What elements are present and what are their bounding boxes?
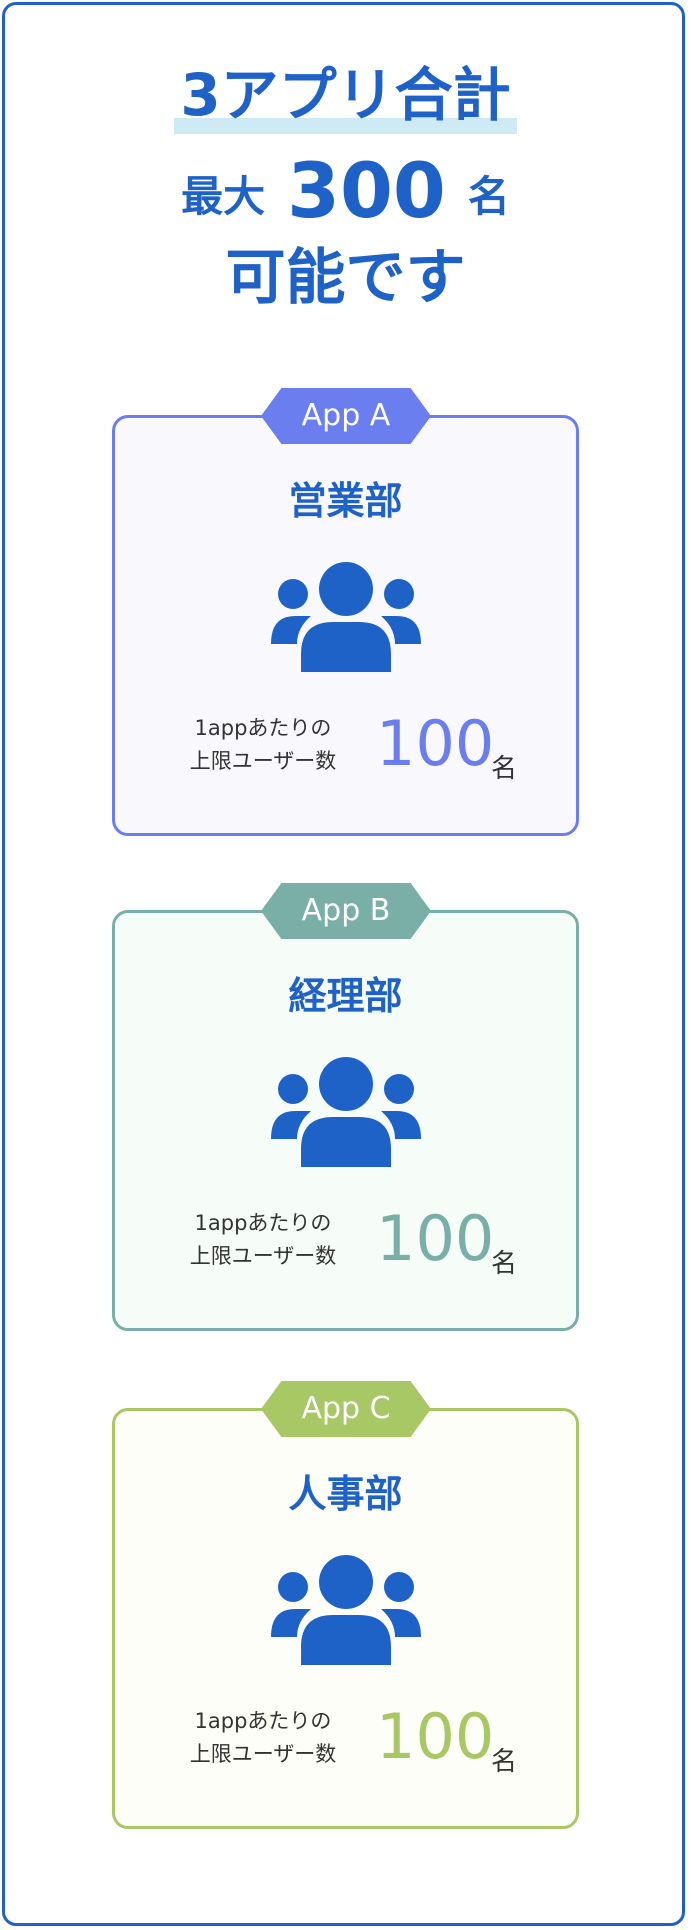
department-name: 人事部 (288, 1472, 403, 1516)
user-limit-unit: 名 (491, 1747, 518, 1777)
tab-app-b: App B (261, 883, 431, 939)
limit-note: 1appあたりの 上限ユーザー数 (165, 712, 361, 778)
heading-max-suffix: 名 (467, 172, 510, 221)
users-group-icon (271, 562, 421, 672)
title-highlight (174, 118, 517, 134)
user-limit-unit: 名 (491, 754, 518, 784)
tab-app-c: App C (261, 1381, 431, 1437)
user-limit-unit: 名 (491, 1249, 518, 1279)
limit-note-line1: 1appあたりの (194, 1709, 332, 1733)
app-card-b: App B 経理部 1appあたりの 上限ユーザー数 100 名 (112, 883, 579, 1331)
user-limit-count: 100 (376, 1700, 495, 1773)
heading-title: 3アプリ合計 (174, 58, 517, 134)
user-limit-count: 100 (376, 1202, 495, 1275)
heading-possible: 可能です (225, 243, 466, 313)
app-card-c: App C 人事部 1appあたりの 上限ユーザー数 100 名 (112, 1381, 579, 1829)
tab-app-a: App A (261, 388, 431, 444)
department-name: 営業部 (288, 479, 403, 523)
limit-note-line2: 上限ユーザー数 (189, 749, 337, 773)
limit-note: 1appあたりの 上限ユーザー数 (165, 1207, 361, 1273)
users-group-icon (271, 1555, 421, 1665)
limit-note: 1appあたりの 上限ユーザー数 (165, 1705, 361, 1771)
heading-max-prefix: 最大 (181, 172, 266, 221)
limit-note-line1: 1appあたりの (194, 1211, 332, 1235)
app-card-a: App A 営業部 1appあたりの 上限ユーザー数 100 名 (112, 388, 579, 836)
user-limit-count: 100 (376, 707, 495, 780)
department-name: 経理部 (288, 974, 403, 1018)
limit-note-line1: 1appあたりの (194, 716, 332, 740)
users-group-icon (271, 1057, 421, 1167)
limit-note-line2: 上限ユーザー数 (189, 1742, 337, 1766)
limit-note-line2: 上限ユーザー数 (189, 1244, 337, 1268)
heading-max-number: 300 (287, 146, 446, 235)
heading-title-text: 3アプリ合計 (180, 61, 511, 129)
